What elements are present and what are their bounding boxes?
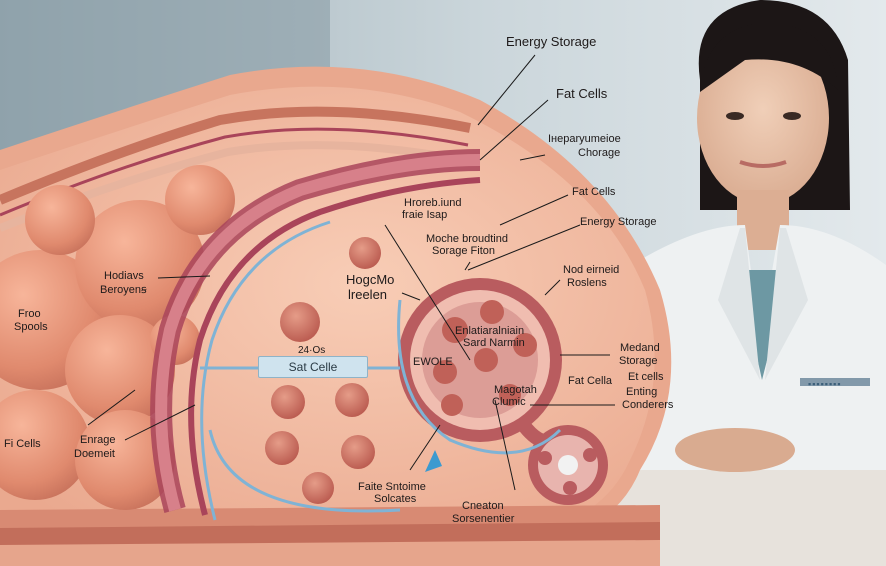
sat-cells-pill: Sat Celle [258, 356, 368, 378]
label-hroreb-2: fraie Isap [402, 209, 448, 221]
label-hodiaus-2: Beroyenꞩ [100, 284, 147, 296]
label-inner-1: Enlatiaralniain [455, 325, 525, 337]
membrane-boundary [150, 149, 481, 521]
interior-cells [265, 237, 381, 504]
leader-lines [87, 54, 615, 491]
label-magotah-1: Magotah [494, 384, 537, 396]
label-et-cells: Et cells [628, 371, 664, 383]
label-medand-1: Medand [620, 342, 660, 354]
label-nod-1: Nod eirneid [563, 264, 620, 276]
label-hepary-1: Iнeparyumeioe [548, 133, 621, 145]
label-ewole: EWOLE [413, 356, 453, 368]
label-inner-2: Sard Narmin [463, 337, 525, 349]
label-hodiaus-1: Hodiavs [104, 270, 144, 282]
label-moche-1: Moche broudtind [426, 233, 508, 245]
label-enrage-2: Doemeit [74, 448, 115, 460]
label-fat-cella: Fat Cella [568, 375, 613, 387]
label-faite-1: Faite Sntoime [358, 481, 426, 493]
label-froo-1: Froo [18, 308, 41, 320]
label-energy-storage-top: Energy Storage [506, 34, 597, 49]
label-faite-2: Solcates [374, 493, 417, 505]
label-enting: Enting [626, 386, 658, 398]
label-hogdmo-2: lreelen [348, 287, 388, 302]
label-cneaton-1: Cneaton [462, 500, 504, 512]
label-enrage-1: Enrage [80, 434, 116, 446]
label-magotah-2: Clumic [492, 396, 526, 408]
coat-stripe: ▪▪▪▪▪▪▪▪ [808, 379, 842, 389]
label-energy-storage-mid: Energy Storage [580, 216, 657, 228]
label-nod-2: Roslens [567, 277, 607, 289]
label-fi-cells: Fi Cells [4, 438, 41, 450]
label-hroreb-1: Hroreb.iund [404, 197, 462, 209]
label-hogdmo-1: HogcMo [346, 272, 395, 287]
scientist [640, 0, 886, 472]
label-condeters: Conderers [622, 399, 674, 411]
label-moche-2: Sorage Fiton [432, 245, 495, 257]
label-fat-cells-mid: Fat Cells [572, 186, 616, 198]
label-fat-cells-top: Fat Cells [556, 86, 608, 101]
label-cneaton-2: Sorsenentier [452, 513, 515, 525]
label-pill-small: 24·Os [298, 345, 326, 356]
label-froo-2: Spools [14, 321, 48, 333]
label-hepary-2: Chorage [578, 147, 621, 159]
label-medand-2: Storage [619, 355, 658, 367]
vesicle [398, 278, 608, 505]
